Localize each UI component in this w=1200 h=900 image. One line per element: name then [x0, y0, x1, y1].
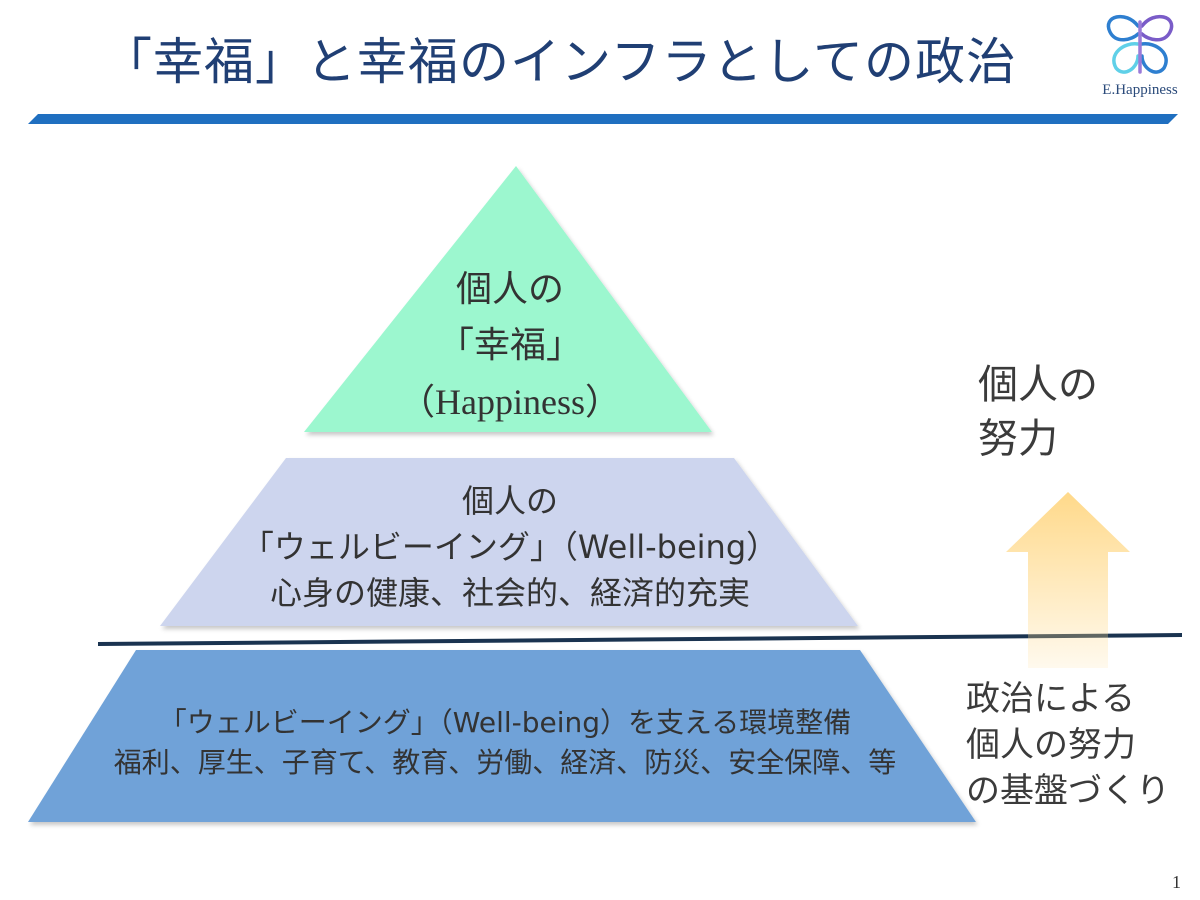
pyramid-base-tier — [28, 650, 976, 822]
politics-foundation-line-1: 政治による — [966, 679, 1135, 719]
middle-tier-line-3: 心身の健康、社会的、経済的充実 — [269, 574, 750, 612]
individual-effort-line-1: 個人の — [978, 362, 1098, 408]
base-tier-line-2: 福利、厚生、子育て、教育、労働、経済、防災、安全保障、等 — [113, 746, 897, 779]
butterfly-logo-icon — [1106, 14, 1174, 74]
individual-effort-line-2: 努力 — [978, 416, 1058, 462]
top-tier-line-3: （Happiness） — [399, 382, 621, 422]
middle-tier-line-2: 「ウェルビーイング」（Well-being） — [241, 528, 779, 566]
page-number: 1 — [1172, 872, 1181, 892]
top-tier-text: 個人の 「幸福」 （Happiness） — [340, 262, 680, 430]
pyramid-top-tier — [304, 166, 712, 432]
middle-tier-line-1: 個人の — [461, 482, 558, 520]
logo-text: E.Happiness — [1102, 82, 1178, 98]
individual-effort-label: 個人の 努力 — [978, 358, 1098, 466]
base-tier-text: 「ウェルビーイング」（Well-being）を支える環境整備 福利、厚生、子育て… — [60, 703, 950, 783]
politics-foundation-line-3: の基盤づくり — [966, 771, 1170, 811]
top-tier-line-2: 「幸福」 — [437, 325, 582, 366]
upward-arrow-icon — [1006, 492, 1130, 668]
top-tier-line-1: 個人の — [455, 269, 564, 310]
politics-foundation-line-2: 個人の努力 — [966, 725, 1136, 765]
divider-line — [98, 633, 1182, 646]
title-underline — [28, 114, 1178, 124]
page-title: 「幸福」と幸福のインフラとしての政治 — [102, 33, 1017, 91]
e-happiness-logo: E.Happiness — [1088, 12, 1192, 104]
pyramid-middle-tier — [160, 458, 858, 626]
middle-tier-text: 個人の 「ウェルビーイング」（Well-being） 心身の健康、社会的、経済的… — [190, 478, 830, 616]
base-tier-line-1: 「ウェルビーイング」（Well-being）を支える環境整備 — [158, 706, 852, 739]
politics-foundation-label: 政治による 個人の努力 の基盤づくり — [966, 676, 1170, 814]
